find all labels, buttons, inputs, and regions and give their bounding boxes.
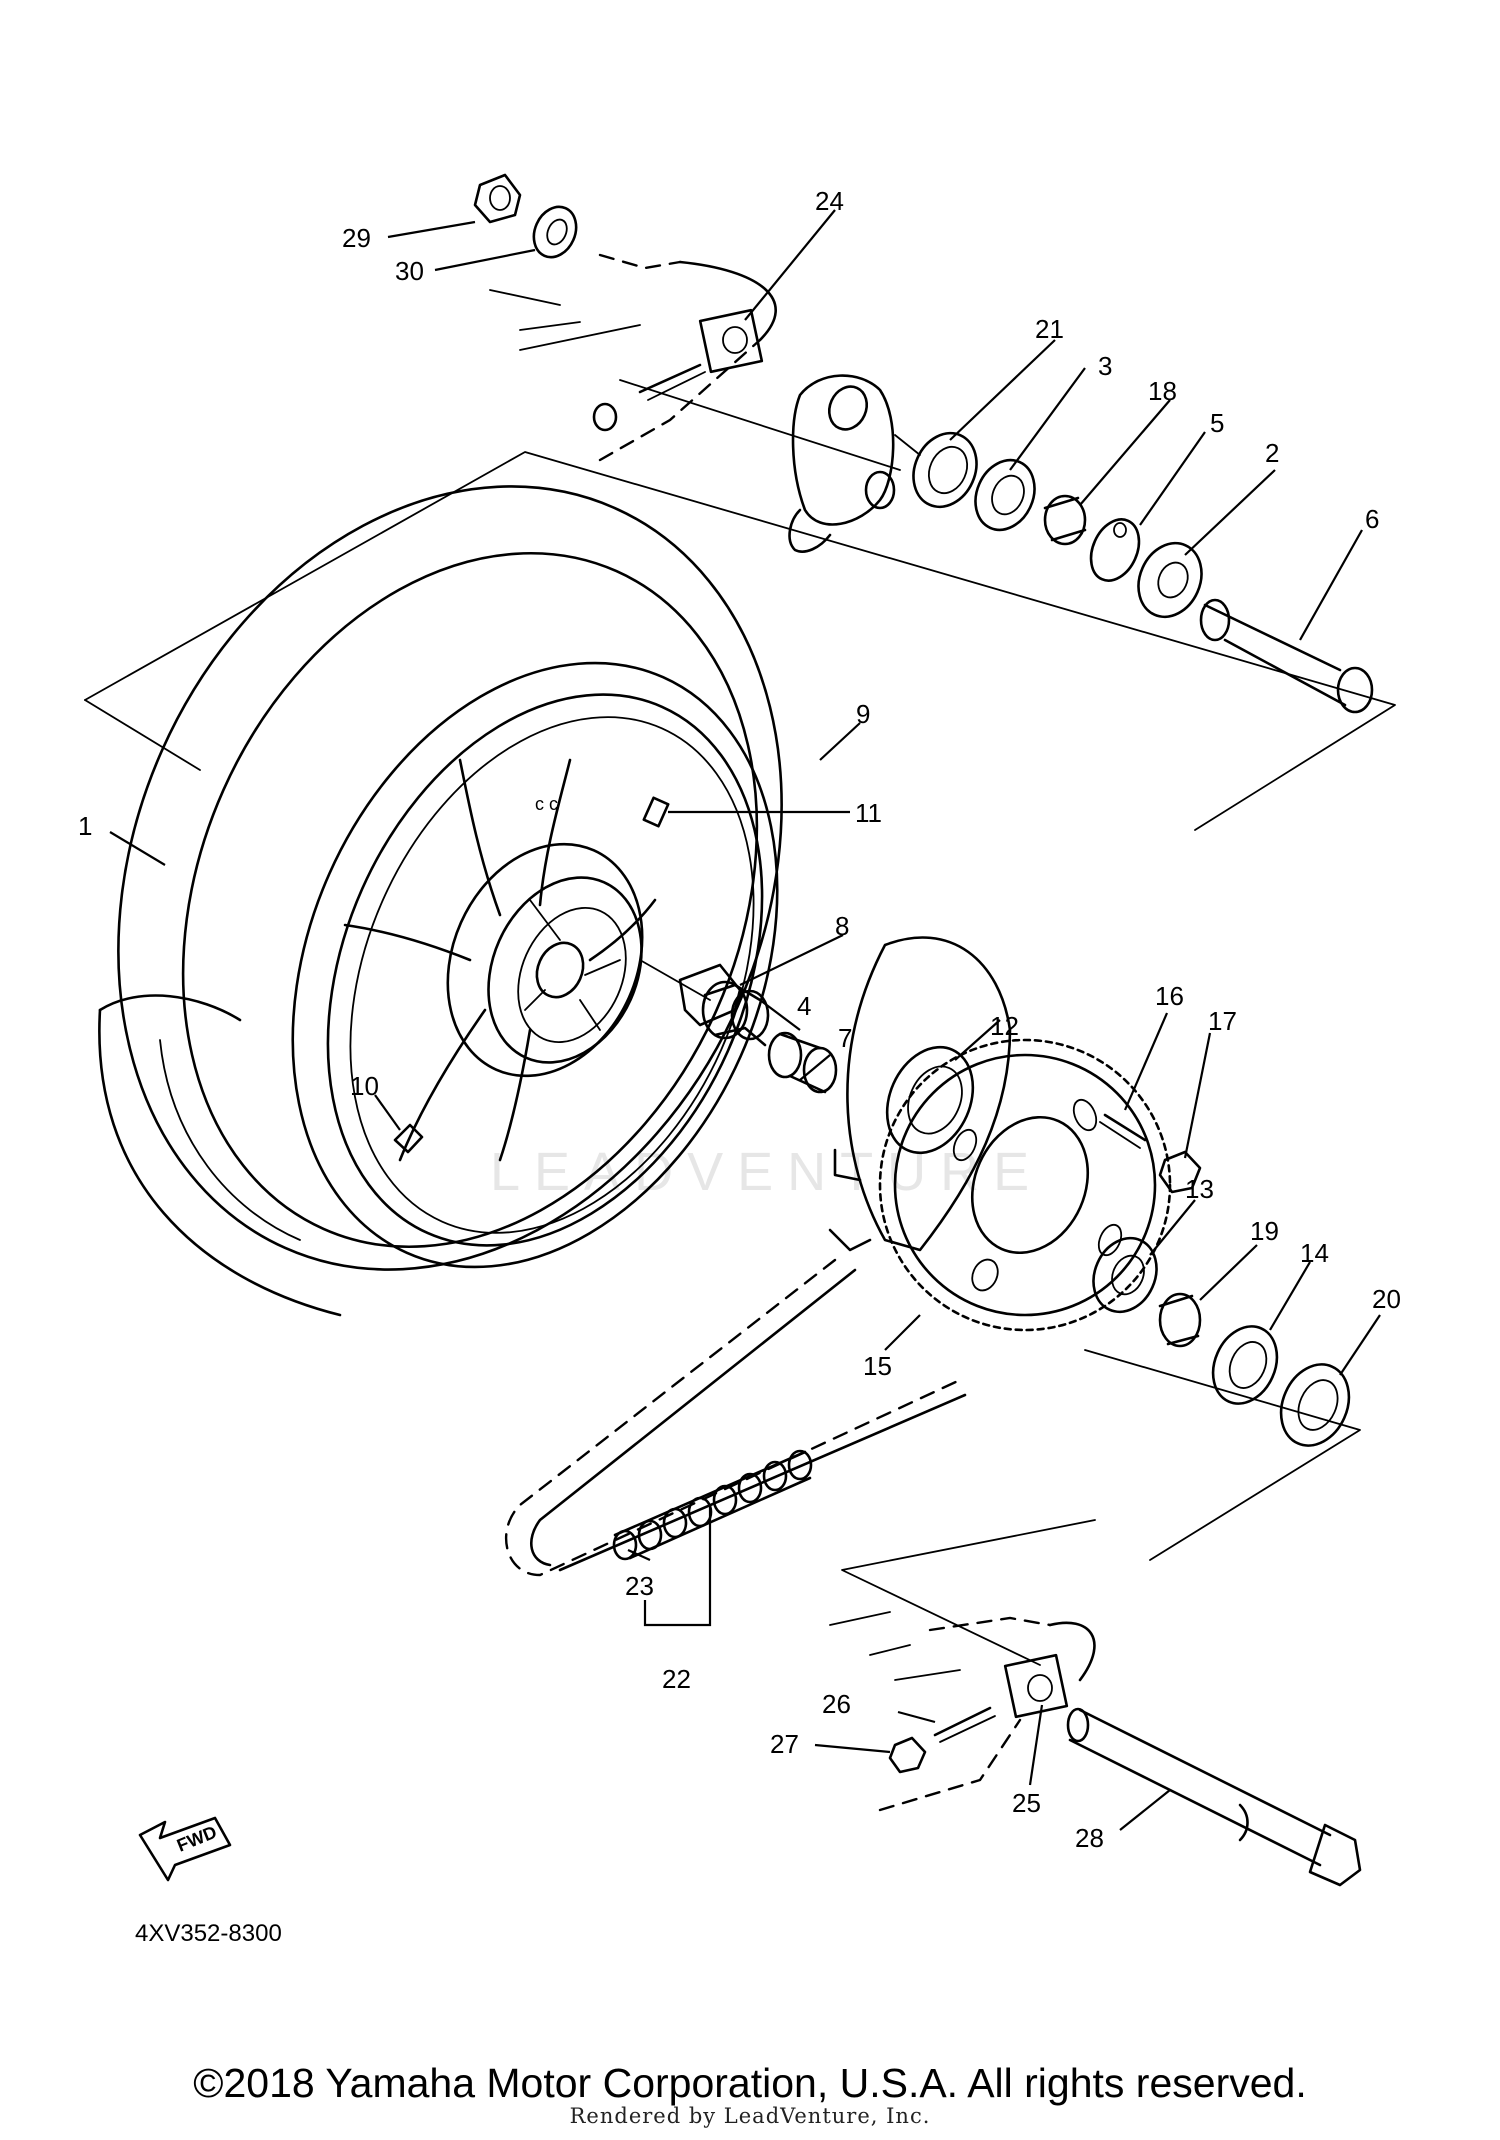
- reference-plane-lower: [841, 1349, 1361, 1666]
- diagram-part-code: 4XV352-8300: [135, 1920, 282, 1947]
- sprocket-assembly: [639, 936, 1351, 1447]
- callout-26: 26: [822, 1689, 851, 1719]
- callout-15: 15: [863, 1351, 892, 1381]
- callout-4: 4: [797, 991, 811, 1021]
- callout-numbers: 1 2 3 4 5 6 7 8 9 10 11 12 13 14 15 16 1…: [78, 186, 1401, 1853]
- callout-20: 20: [1372, 1284, 1401, 1314]
- callout-19: 19: [1250, 1216, 1279, 1246]
- copyright-notice: ©2018 Yamaha Motor Corporation, U.S.A. A…: [193, 2060, 1307, 2106]
- callout-29: 29: [342, 223, 371, 253]
- rendered-by-credit: Rendered by LeadVenture, Inc.: [569, 2104, 931, 2128]
- reference-plane-upper: [84, 451, 1396, 831]
- lower-axle-parts: [829, 1611, 1362, 1887]
- callout-8: 8: [835, 911, 849, 941]
- callout-25: 25: [1012, 1788, 1041, 1818]
- callout-3: 3: [1098, 351, 1112, 381]
- drive-chain: [504, 1258, 967, 1577]
- leader-lines: [109, 209, 1381, 1831]
- callout-22: 22: [662, 1664, 691, 1694]
- callout-9: 9: [856, 699, 870, 729]
- watermark: LEADVENTURE: [490, 1142, 1043, 1202]
- callout-28: 28: [1075, 1823, 1104, 1853]
- callout-17: 17: [1208, 1006, 1237, 1036]
- callout-5: 5: [1210, 408, 1224, 438]
- callout-10: 10: [350, 1071, 379, 1101]
- callout-16: 16: [1155, 981, 1184, 1011]
- callout-13: 13: [1185, 1174, 1214, 1204]
- callout-7: 7: [838, 1023, 852, 1053]
- callout-23: 23: [625, 1571, 654, 1601]
- svg-text:c c: c c: [535, 794, 558, 814]
- callout-30: 30: [395, 256, 424, 286]
- callout-14: 14: [1300, 1238, 1329, 1268]
- callout-1: 1: [78, 811, 92, 841]
- callout-18: 18: [1148, 376, 1177, 406]
- callout-12: 12: [990, 1011, 1019, 1041]
- callout-2: 2: [1265, 438, 1279, 468]
- upper-axle-parts: [473, 173, 1374, 714]
- callout-21: 21: [1035, 314, 1064, 344]
- callout-27: 27: [770, 1729, 799, 1759]
- callout-6: 6: [1365, 504, 1379, 534]
- callout-24: 24: [815, 186, 844, 216]
- callout-11: 11: [855, 798, 882, 828]
- rear-wheel-assembly: c c: [98, 485, 783, 1317]
- fwd-arrow-icon: FWD: [138, 1816, 232, 1882]
